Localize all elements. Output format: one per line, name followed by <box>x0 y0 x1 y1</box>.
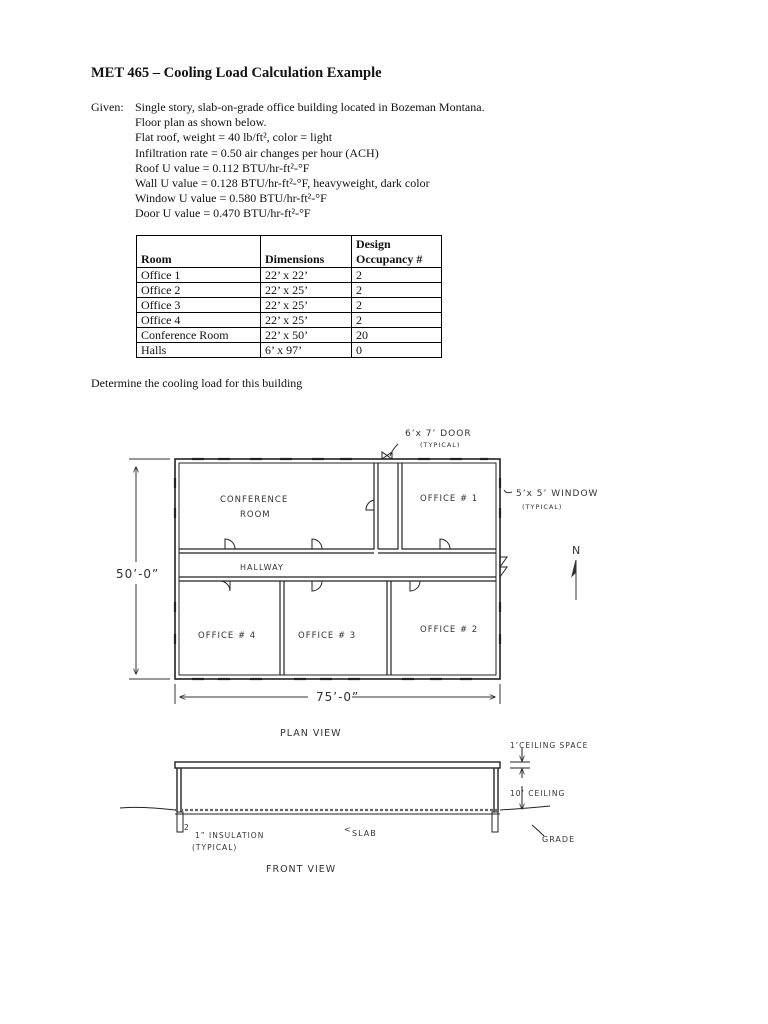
ceiling-space-label: 1’CEILING SPACE <box>510 741 588 750</box>
cell-occupancy: 2 <box>351 312 442 328</box>
north-label: N <box>572 544 581 557</box>
plan-labels: 6’x 7’ DOOR (TYPICAL) 5’x 5’ WINDOW (TYP… <box>116 429 598 739</box>
table-row: Office 3 22’ x 25’ 2 <box>136 297 442 313</box>
table-row: Halls 6’ x 97’ 0 <box>136 342 442 358</box>
table-row: Office 2 22’ x 25’ 2 <box>136 282 442 298</box>
determine-text: Determine the cooling load for this buil… <box>91 376 303 390</box>
insulation-mark: 2 <box>184 823 190 832</box>
cell-dimensions: 22’ x 25’ <box>260 282 352 298</box>
conference-hall-door2-icon <box>311 538 323 550</box>
conference-hall-door-icon <box>224 538 236 550</box>
given-list: Single story, slab-on-grade office build… <box>135 100 485 222</box>
table-header-row: Room Dimensions Design Occupancy # <box>136 235 442 268</box>
cell-dimensions: 22’ x 50’ <box>260 327 352 343</box>
hallway-wall <box>179 576 496 582</box>
sketch-svg: 6’x 7’ DOOR (TYPICAL) 5’x 5’ WINDOW (TYP… <box>116 429 598 875</box>
front-view-label: FRONT VIEW <box>266 864 336 875</box>
plan-view-drawing <box>173 451 508 681</box>
office1-label: OFFICE # 1 <box>420 494 478 504</box>
side-windows <box>173 478 502 644</box>
conference-label-line2: ROOM <box>240 510 271 520</box>
window-note-line1: 5’x 5’ WINDOW <box>516 489 598 499</box>
slab-mark: < <box>344 825 352 834</box>
plan-view-label: PLAN VIEW <box>280 728 342 739</box>
header-design-line2: Occupancy # <box>356 251 423 266</box>
front-view-labels: 1’CEILING SPACE 10’ CEILING 2 1” INSULAT… <box>184 741 588 875</box>
front-view-drawing <box>119 748 551 837</box>
office3-door-icon <box>311 580 323 592</box>
office2-door-icon <box>409 580 421 592</box>
given-roof: Flat roof, weight = 40 lb/ft², color = l… <box>135 130 333 145</box>
given-infiltration: Infiltration rate = 0.50 air changes per… <box>135 145 379 160</box>
window-note-line2: (TYPICAL) <box>522 503 562 511</box>
given-wall-u: Wall U value = 0.128 BTU/hr-ft²-°F, heav… <box>135 176 430 191</box>
office4-door-icon <box>219 580 231 592</box>
office3-office2-wall <box>386 581 392 675</box>
insulation-label-line2: (TYPICAL) <box>192 843 237 852</box>
given-window-u: Window U value = 0.580 BTU/hr-ft²-°F <box>135 191 327 206</box>
office4-office3-wall <box>279 581 285 675</box>
office1-door-icon <box>439 538 451 550</box>
cell-occupancy: 2 <box>351 297 442 313</box>
header-dimensions: Dimensions <box>260 235 352 268</box>
width-dimension: 75’-0” <box>316 690 359 704</box>
header-design-occupancy: Design Occupancy # <box>351 235 442 268</box>
given-roof-u: Roof U value = 0.112 BTU/hr-ft²-°F <box>135 160 310 175</box>
grade-line <box>119 805 551 811</box>
header-design-line1: Design <box>356 237 391 251</box>
table-row: Office 1 22’ x 22’ 2 <box>136 267 442 283</box>
conference-label-line1: CONFERENCE <box>220 495 288 505</box>
cell-dimensions: 22’ x 22’ <box>260 267 352 283</box>
office4-label: OFFICE # 4 <box>198 631 256 641</box>
cell-room: Conference Room <box>136 327 261 343</box>
cell-dimensions: 22’ x 25’ <box>260 312 352 328</box>
cell-room: Office 1 <box>136 267 261 283</box>
ceiling-label: 10’ CEILING <box>510 789 565 798</box>
cell-room: Office 4 <box>136 312 261 328</box>
cell-occupancy: 2 <box>351 267 442 283</box>
given-door-u: Door U value = 0.470 BTU/hr-ft²-°F <box>135 206 311 221</box>
cell-occupancy: 0 <box>351 342 442 358</box>
cell-room: Halls <box>136 342 261 358</box>
office2-label: OFFICE # 2 <box>420 625 478 635</box>
slab-label: SLAB <box>352 829 377 838</box>
office3-label: OFFICE # 3 <box>298 631 356 641</box>
given-floor-plan: Floor plan as shown below. <box>135 115 267 130</box>
cell-occupancy: 2 <box>351 282 442 298</box>
hallway-label: HALLWAY <box>240 563 284 572</box>
cell-dimensions: 6’ x 97’ <box>260 342 352 358</box>
door-note-line1: 6’x 7’ DOOR <box>405 429 472 439</box>
cell-room: Office 2 <box>136 282 261 298</box>
page-title: MET 465 – Cooling Load Calculation Examp… <box>91 65 382 81</box>
table-row: Office 4 22’ x 25’ 2 <box>136 312 442 328</box>
table-row: Conference Room 22’ x 50’ 20 <box>136 327 442 343</box>
given-label: Given: <box>91 100 124 114</box>
room-table: Room Dimensions Design Occupancy # Offic… <box>136 235 442 358</box>
conference-door-icon <box>365 499 375 511</box>
cell-room: Office 3 <box>136 297 261 313</box>
cell-occupancy: 20 <box>351 327 442 343</box>
height-dimension: 50’-0” <box>116 567 159 581</box>
dimension-lines <box>129 443 577 704</box>
door-note-line2: (TYPICAL) <box>420 441 460 449</box>
given-building: Single story, slab-on-grade office build… <box>135 100 485 114</box>
building-sketch: 6’x 7’ DOOR (TYPICAL) 5’x 5’ WINDOW (TYP… <box>80 412 620 890</box>
east-entry-door-icon <box>499 556 508 578</box>
insulation-label-line1: 1” INSULATION <box>195 831 264 840</box>
header-room: Room <box>136 235 261 268</box>
conference-office1-wall <box>179 463 496 550</box>
outer-wall <box>174 458 501 680</box>
grade-label: GRADE <box>542 835 575 844</box>
cell-dimensions: 22’ x 25’ <box>260 297 352 313</box>
